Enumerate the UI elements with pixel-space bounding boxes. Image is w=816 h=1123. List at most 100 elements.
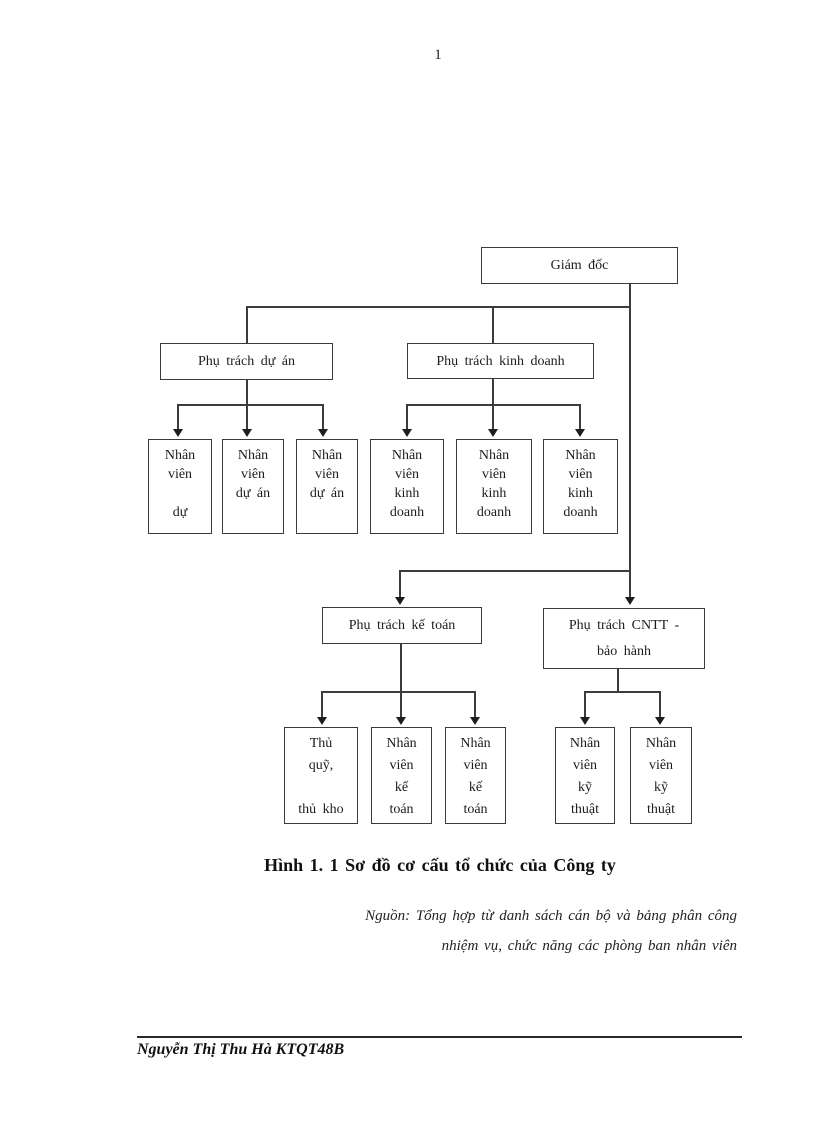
org-node-label: Nhân	[311, 448, 343, 463]
arrowhead-icon	[396, 717, 406, 725]
arrowhead-icon	[318, 429, 328, 437]
org-node-nv-du-an-2: Nhân viên dự án	[296, 439, 358, 534]
org-node-label: dự án	[235, 486, 271, 501]
page-number: 1	[434, 47, 442, 63]
org-node-label: viên	[314, 467, 340, 482]
org-node-nv-kinh-doanh-1: Nhân viên kinh doanh	[370, 439, 444, 534]
org-node-label: viên	[240, 467, 266, 482]
org-node-label: doanh	[389, 505, 425, 520]
org-node-label: viên	[389, 758, 414, 773]
connector-stub	[584, 691, 586, 718]
connector-stub	[322, 404, 324, 430]
connector-stub	[400, 691, 402, 718]
org-node-label: kinh	[481, 486, 507, 501]
org-node-phu-trach-kinh-doanh: Phụ trách kinh doanh	[407, 343, 594, 379]
arrowhead-icon	[575, 429, 585, 437]
connector-to-kinhdoanh	[492, 306, 494, 343]
org-node-label: thuật	[571, 802, 599, 817]
org-node-label: Nhân	[569, 736, 601, 751]
org-node-label: kế	[468, 780, 483, 795]
org-node-label: Phụ trách CNTT -	[568, 617, 680, 633]
org-node-label: Giám đốc	[550, 258, 609, 273]
org-node-label: dự án	[309, 486, 345, 501]
org-node-label: viên	[481, 467, 507, 482]
figure-source-line-2: nhiệm vụ, chức năng các phòng ban nhân v…	[441, 938, 737, 954]
connector-stub	[177, 404, 179, 430]
connector-ketoan-children-horizontal	[321, 691, 476, 693]
org-node-label: viên	[568, 467, 593, 482]
arrowhead-icon	[173, 429, 183, 437]
org-node-label: dự	[172, 505, 188, 520]
org-node-label: kinh	[568, 486, 593, 501]
connector-stub	[579, 404, 581, 430]
org-node-label: Phụ trách kinh doanh	[436, 353, 565, 369]
org-node-label: Nhân	[460, 736, 491, 751]
org-node-label: toán	[389, 802, 414, 817]
arrowhead-icon	[242, 429, 252, 437]
org-node-label: viên	[167, 467, 193, 482]
connector-cntt-children-horizontal	[584, 691, 661, 693]
org-chart: Giám đốc Phụ trách dự án Phụ trách kinh …	[148, 247, 705, 824]
org-node-label	[149, 484, 211, 503]
org-node-label: Nhân	[237, 448, 269, 463]
org-node-phu-trach-cntt-bao-hanh: Phụ trách CNTT - bảo hành	[543, 608, 705, 669]
arrowhead-icon	[655, 717, 665, 725]
figure-source: Nguồn: Tổng hợp từ danh sách cán bộ và b…	[287, 901, 737, 961]
org-node-label: Nhân	[164, 448, 196, 463]
org-node-thu-quy-thu-kho: Thủ quỹ, thủ kho	[284, 727, 358, 824]
arrowhead-icon	[317, 717, 327, 725]
arrowhead-icon	[625, 597, 635, 605]
connector-to-ketoan	[399, 570, 401, 598]
arrowhead-icon	[580, 717, 590, 725]
org-node-phu-trach-ke-toan: Phụ trách kế toán	[322, 607, 482, 644]
connector-stub	[406, 404, 408, 430]
org-node-label: Phụ trách dự án	[197, 354, 296, 369]
connector-duan-children-horizontal	[177, 404, 324, 406]
org-node-label	[285, 777, 357, 799]
org-node-giam-doc: Giám đốc	[481, 247, 678, 284]
org-node-label: kế	[394, 780, 409, 795]
connector-ketoan-down	[400, 644, 402, 692]
org-node-nv-ke-toan-1: Nhân viên kế toán	[371, 727, 432, 824]
org-node-nv-du: Nhân viên dự	[148, 439, 212, 534]
connector-stub	[246, 404, 248, 430]
org-node-label: thủ kho	[298, 802, 344, 817]
arrowhead-icon	[402, 429, 412, 437]
org-node-label: viên	[572, 758, 598, 773]
connector-kinhdoanh-down	[492, 379, 494, 406]
org-node-label: Nhân	[645, 736, 677, 751]
org-node-label: viên	[394, 467, 420, 482]
org-node-nv-ky-thuat-1: Nhân viên kỹ thuật	[555, 727, 615, 824]
org-node-label: doanh	[476, 505, 512, 520]
org-node-label: quỹ,	[308, 758, 334, 773]
org-node-nv-du-an-1: Nhân viên dự án	[222, 439, 284, 534]
connector-stub	[321, 691, 323, 718]
org-node-nv-ke-toan-2: Nhân viên kế toán	[445, 727, 506, 824]
connector-stub	[492, 404, 494, 430]
org-node-nv-kinh-doanh-3: Nhân viên kinh doanh	[543, 439, 618, 534]
arrowhead-icon	[470, 717, 480, 725]
connector-to-duan	[246, 306, 248, 343]
org-node-label: Phụ trách kế toán	[348, 618, 456, 633]
connector-giamdoc-main-vertical	[629, 284, 631, 597]
org-node-label: kỹ	[654, 780, 668, 795]
connector-tier1-horizontal	[246, 306, 631, 308]
footer-divider	[137, 1036, 742, 1038]
connector-tier2-horizontal	[399, 570, 631, 572]
connector-duan-down	[246, 380, 248, 406]
connector-stub	[474, 691, 476, 718]
connector-stub	[659, 691, 661, 718]
org-node-phu-trach-du-an: Phụ trách dự án	[160, 343, 333, 380]
org-node-label: Nhân	[391, 448, 423, 463]
org-node-nv-ky-thuat-2: Nhân viên kỹ thuật	[630, 727, 692, 824]
connector-cntt-down	[617, 669, 619, 692]
footer-author: Nguyễn Thị Thu Hà KTQT48B	[137, 1041, 345, 1058]
org-node-label: doanh	[563, 505, 598, 520]
org-node-label: viên	[463, 758, 488, 773]
org-node-nv-kinh-doanh-2: Nhân viên kinh doanh	[456, 439, 532, 534]
org-node-label: kinh	[394, 486, 420, 501]
arrowhead-icon	[488, 429, 498, 437]
org-node-label: bảo hành	[597, 643, 651, 659]
org-node-label: thuật	[647, 802, 675, 817]
